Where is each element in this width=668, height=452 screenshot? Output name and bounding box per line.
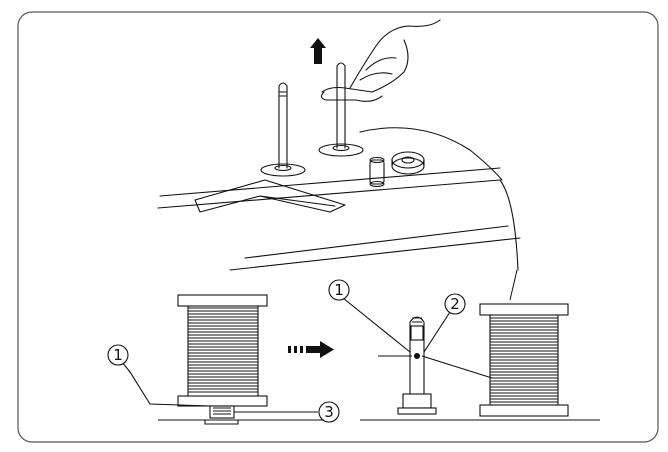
svg-text:1: 1 bbox=[334, 281, 344, 299]
left-spool-pin bbox=[260, 82, 306, 177]
right-spool-pin bbox=[318, 62, 364, 157]
spool-pin-with-thread bbox=[342, 297, 600, 421]
bobbin-winder-post bbox=[369, 156, 385, 188]
callout-spool-pin-left: 1 bbox=[107, 344, 129, 366]
hand-drawing bbox=[320, 19, 441, 102]
machine-top-drawing bbox=[157, 19, 521, 271]
loose-spool bbox=[479, 303, 569, 417]
leader-line bbox=[509, 269, 518, 301]
bobbin-winder-disk bbox=[391, 151, 425, 175]
up-arrow-icon bbox=[310, 38, 326, 64]
svg-text:1: 1 bbox=[113, 346, 123, 364]
callout-thread-hole: 2 bbox=[444, 293, 466, 315]
illustration-frame bbox=[17, 11, 659, 443]
callout-spool-pin-right: 1 bbox=[328, 279, 350, 301]
callout-spool-base: 3 bbox=[318, 401, 340, 423]
svg-text:3: 3 bbox=[324, 403, 334, 421]
dashed-right-arrow-icon bbox=[288, 341, 334, 358]
spool-on-pin-left bbox=[117, 294, 335, 425]
svg-text:2: 2 bbox=[450, 295, 460, 313]
